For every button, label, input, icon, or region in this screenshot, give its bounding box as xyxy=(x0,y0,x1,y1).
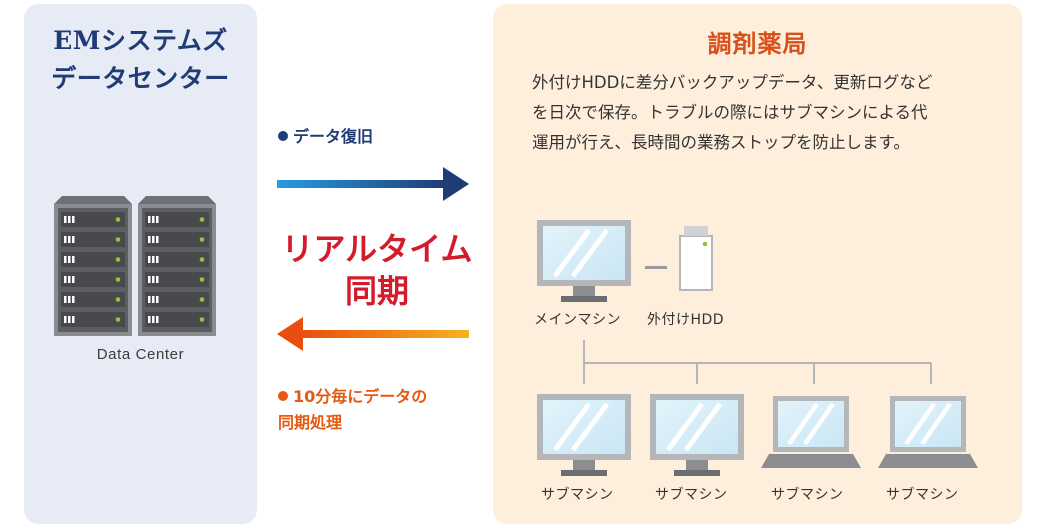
datacenter-title: EMシステムズ データセンター xyxy=(24,22,257,98)
arrow-left-icon xyxy=(277,317,469,351)
server-rack-right xyxy=(138,196,216,336)
sub-machine-label: サブマシン xyxy=(655,487,728,503)
pharmacy-desc-line1: 外付けHDDに差分バックアップデータ、更新ログなど xyxy=(532,73,933,92)
external-hdd-label: 外付けHDD xyxy=(647,312,725,328)
pharmacy-desc-line3: 運用が行え、長時間の業務ストップを防止します。 xyxy=(532,133,910,152)
server-rack-icon xyxy=(54,196,216,336)
network-diagram xyxy=(493,200,1022,520)
sub-machine-4-icon xyxy=(878,396,978,468)
sync-label-line2: 同期処理 xyxy=(278,413,343,432)
bullet-icon xyxy=(278,131,288,141)
connector-dash xyxy=(645,266,667,269)
sync-label-line1: 10分毎にデータの xyxy=(293,387,428,406)
datacenter-title-line1: EMシステムズ xyxy=(53,26,228,55)
realtime-line2: 同期 xyxy=(344,272,409,310)
bullet-icon xyxy=(278,391,288,401)
datacenter-caption: Data Center xyxy=(96,346,185,363)
pharmacy-desc-line2: を日次で保存。トラブルの際にはサブマシンによる代 xyxy=(532,103,928,122)
sub-machine-2-icon xyxy=(650,394,744,476)
external-hdd-icon xyxy=(679,226,713,291)
main-machine-label: メインマシン xyxy=(534,312,621,328)
sub-machine-3-icon xyxy=(761,396,861,468)
datacenter-title-line2: データセンター xyxy=(51,64,230,93)
sub-machine-1-icon xyxy=(537,394,631,476)
realtime-sync-heading: リアルタイム 同期 xyxy=(262,228,492,312)
sub-machine-label: サブマシン xyxy=(771,487,844,503)
realtime-line1: リアルタイム xyxy=(281,230,473,268)
restore-label: データ復旧 xyxy=(278,124,373,150)
sync-label: 10分毎にデータの 同期処理 xyxy=(278,384,427,436)
pharmacy-description: 外付けHDDに差分バックアップデータ、更新ログなど を日次で保存。トラブルの際に… xyxy=(532,68,1002,158)
arrow-right-icon xyxy=(277,167,469,201)
sub-machine-label: サブマシン xyxy=(541,487,614,503)
pharmacy-title: 調剤薬局 xyxy=(707,29,808,58)
sub-machine-label: サブマシン xyxy=(886,487,959,503)
restore-label-text: データ復旧 xyxy=(293,127,374,146)
server-rack-left xyxy=(54,196,132,336)
main-machine-icon xyxy=(537,220,631,302)
network-lines xyxy=(583,340,932,384)
